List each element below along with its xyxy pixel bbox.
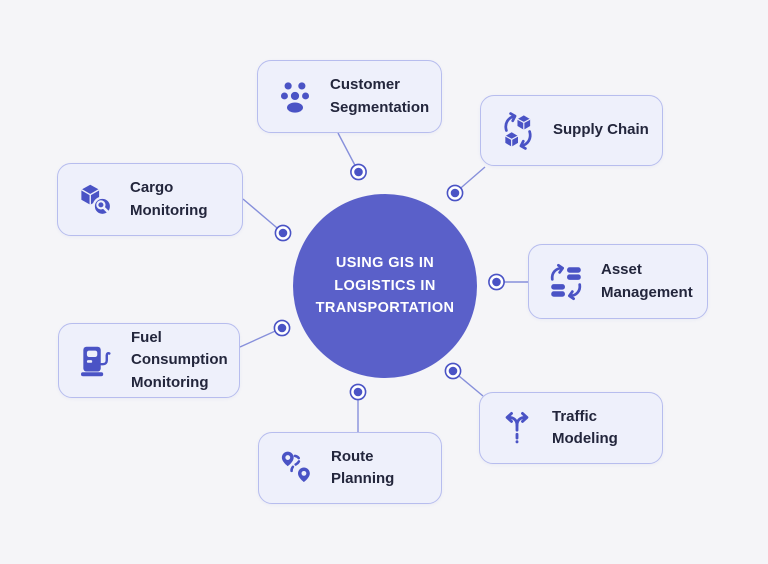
connector-line-cargo-monitoring <box>242 198 284 234</box>
node-label: Customer Segmentation <box>330 76 430 116</box>
node-label: Fuel Consumption Monitoring <box>131 329 228 391</box>
node-label: Asset Management <box>601 261 693 301</box>
asset-management-icon <box>547 263 585 301</box>
center-label: USING GIS IN LOGISTICS IN TRANSPORTATION <box>315 255 455 317</box>
node-label: Route Planning <box>331 447 395 487</box>
connector-dot <box>273 319 291 337</box>
customer-segmentation-icon <box>276 78 314 116</box>
node-fuel-consumption-monitoring: Fuel Consumption Monitoring <box>58 323 240 398</box>
connector-dot <box>350 163 367 181</box>
node-cargo-monitoring: Cargo Monitoring <box>57 163 243 236</box>
node-traffic-modeling: Traffic Modeling <box>479 392 663 464</box>
node-asset-management: Asset Management <box>528 244 708 319</box>
node-route-planning: Route Planning <box>258 432 442 504</box>
center-circle: USING GIS IN LOGISTICS IN TRANSPORTATION <box>293 194 477 378</box>
supply-chain-icon <box>499 111 537 150</box>
connector-dot <box>349 383 367 401</box>
connector-dot <box>488 273 505 291</box>
node-label: Supply Chain <box>553 121 649 139</box>
connector-dot <box>444 362 462 380</box>
traffic-modeling-icon <box>498 409 536 447</box>
route-planning-icon <box>277 449 315 487</box>
fuel-pump-icon <box>77 342 115 380</box>
connector-dot <box>274 224 292 242</box>
cargo-search-icon <box>76 181 114 219</box>
connector-dots <box>273 163 505 401</box>
node-customer-segmentation: Customer Segmentation <box>257 60 442 133</box>
node-label: Cargo Monitoring <box>130 179 208 219</box>
node-supply-chain: Supply Chain <box>480 95 663 166</box>
connector-dot <box>446 184 464 202</box>
node-label: Traffic Modeling <box>552 407 618 447</box>
